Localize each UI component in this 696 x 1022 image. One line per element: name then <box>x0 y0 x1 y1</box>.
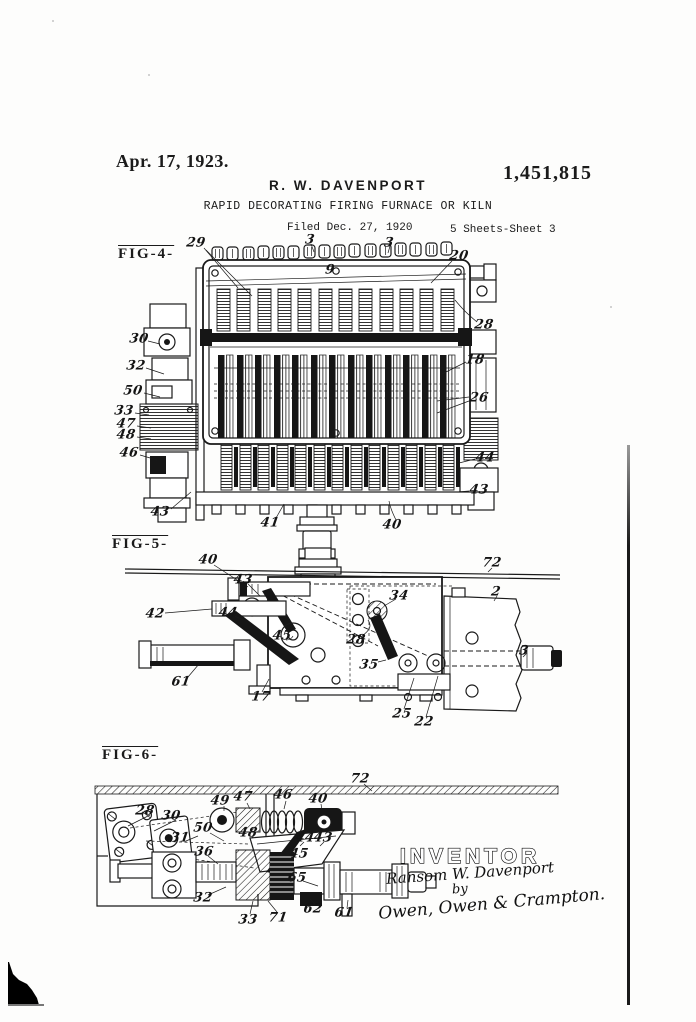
hatched-rail <box>95 786 558 794</box>
bottom-manifold <box>196 492 474 505</box>
burner-valve-caps <box>212 242 452 260</box>
manifold-bolts <box>212 505 461 514</box>
manifold-shaft <box>206 333 464 342</box>
fig5-drawing <box>110 540 570 736</box>
worm-gear-block <box>236 850 270 900</box>
scan-fold-line <box>627 445 630 1005</box>
patent-date: Apr. 17, 1923. <box>116 151 229 172</box>
signature-by: by <box>451 881 468 897</box>
scan-speck <box>52 20 54 22</box>
scan-smudge <box>0 956 50 1008</box>
drive-shaft <box>521 646 553 670</box>
sheet-number: 5 Sheets-Sheet 3 <box>450 224 556 236</box>
inventor-name: R. W. DAVENPORT <box>0 178 696 193</box>
rack-band <box>221 444 460 490</box>
gear-teeth <box>270 852 294 900</box>
scan-speck <box>148 74 150 76</box>
coil-spring <box>262 811 303 833</box>
invention-title: RAPID DECORATING FIRING FURNACE OR KILN <box>0 200 696 213</box>
scan-speck <box>610 306 612 308</box>
fig4-drawing <box>130 236 508 560</box>
support-plate <box>444 596 522 711</box>
filed-date: Filed Dec. 27, 1920 <box>287 222 412 234</box>
